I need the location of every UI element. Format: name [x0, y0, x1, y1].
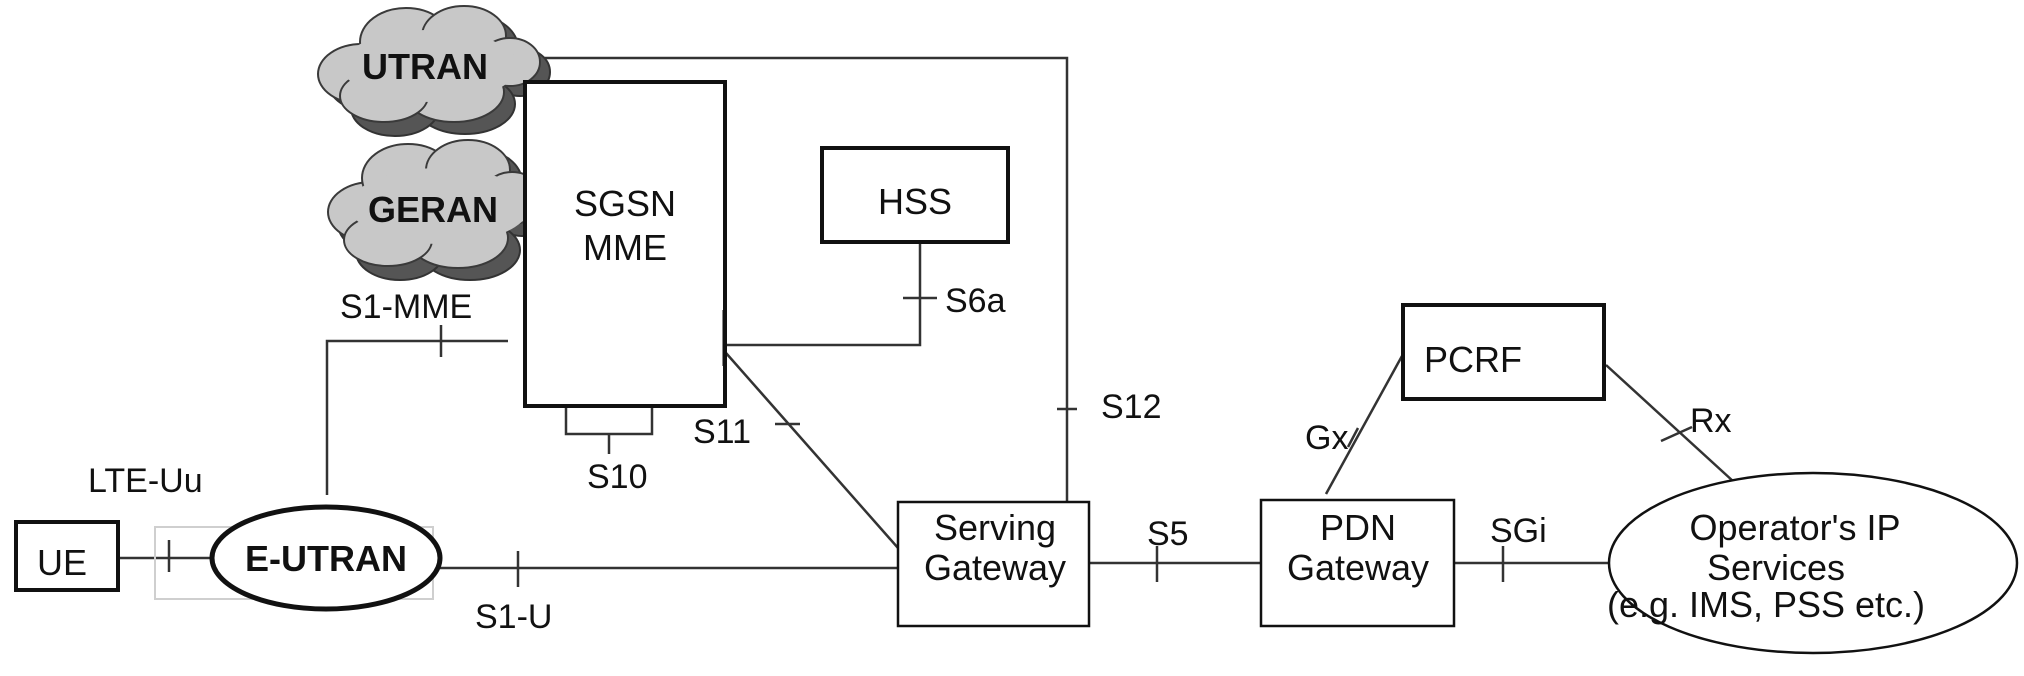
pcrf-box: PCRF	[1401, 303, 1606, 401]
gx-tick	[1346, 427, 1360, 448]
operator-line2: Services	[1707, 547, 1845, 588]
serving-gateway-line1: Serving	[934, 507, 1056, 548]
s5-label: S5	[1147, 515, 1189, 553]
gx-link	[1324, 355, 1404, 495]
rx-link	[1605, 364, 1735, 483]
mme-label: MME	[583, 227, 667, 268]
s6a-link	[716, 243, 922, 347]
ue-box: UE	[14, 520, 120, 592]
geran-cloud: GERAN	[327, 139, 553, 281]
s10-label: S10	[587, 458, 648, 496]
utran-cloud: UTRAN	[317, 5, 551, 137]
pdn-gateway-box: PDN Gateway	[1259, 498, 1456, 628]
interface-labels: S1-MME S6a S12 S11 S10 LTE-Uu S1-U S5 SG…	[88, 282, 1732, 636]
e-utran-node: E-UTRAN	[154, 504, 443, 612]
geran-label: GERAN	[368, 189, 498, 230]
utran-label: UTRAN	[362, 46, 488, 87]
rx-label: Rx	[1690, 402, 1732, 440]
hss-box: HSS	[820, 146, 1010, 244]
operator-line1: Operator's IP	[1690, 507, 1901, 548]
pdn-gateway-line2: Gateway	[1287, 547, 1429, 588]
gx-label: Gx	[1305, 419, 1348, 457]
s12-link	[540, 56, 1069, 502]
s1-mme-label: S1-MME	[340, 288, 472, 326]
rx-tick	[1660, 425, 1693, 443]
sgsn-label: SGSN	[574, 183, 676, 224]
hss-label: HSS	[878, 181, 952, 222]
e-utran-label: E-UTRAN	[245, 538, 407, 579]
serving-gateway-line2: Gateway	[924, 547, 1066, 588]
serving-gateway-box: Serving Gateway	[896, 500, 1091, 628]
s11-label: S11	[693, 413, 751, 451]
pcrf-label: PCRF	[1424, 339, 1522, 380]
s6a-label: S6a	[945, 282, 1006, 320]
ue-label: UE	[37, 542, 87, 583]
sgsn-mme-box: SGSN MME	[523, 80, 727, 408]
lte-uu-label: LTE-Uu	[88, 462, 203, 500]
s1-mme-link	[325, 339, 508, 495]
pdn-gateway-line1: PDN	[1320, 507, 1396, 548]
operator-line3: (e.g. IMS, PSS etc.)	[1607, 584, 1925, 625]
operator-services-node: Operator's IP Services (e.g. IMS, PSS et…	[1607, 471, 2019, 655]
sgi-label: SGi	[1490, 512, 1547, 550]
s1-u-label: S1-U	[475, 598, 552, 636]
s11-link	[725, 352, 899, 549]
s12-label: S12	[1101, 388, 1162, 426]
connectors	[120, 56, 1735, 587]
